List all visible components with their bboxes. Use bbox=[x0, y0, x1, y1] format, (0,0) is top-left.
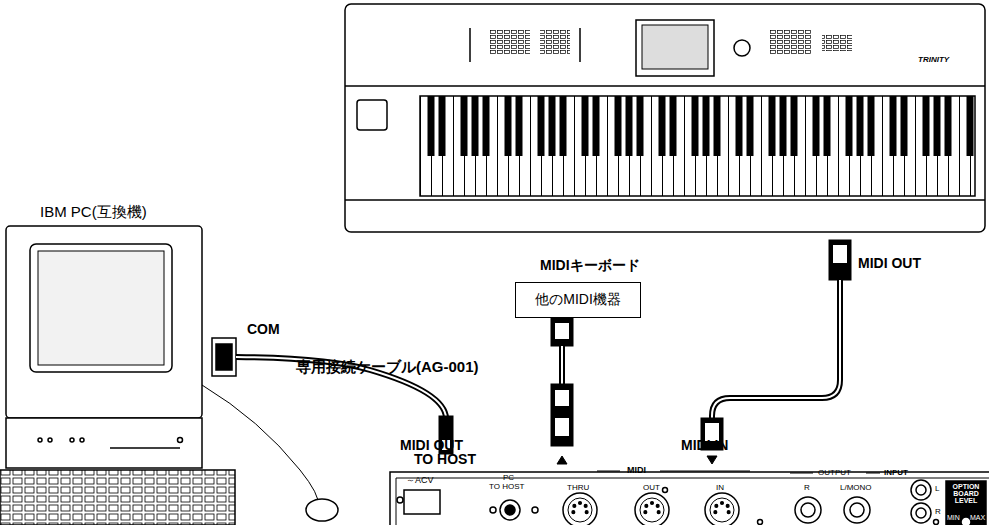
knob-label: MIN bbox=[947, 514, 960, 522]
port-name: MIDI IN bbox=[681, 438, 728, 453]
panel-label: TO HOST bbox=[489, 483, 524, 492]
panel-label: R bbox=[804, 484, 810, 493]
device-label: 他のMIDI機器 bbox=[535, 291, 621, 309]
rear-panel bbox=[390, 471, 989, 525]
panel-label: INPUT bbox=[884, 469, 908, 478]
panel-label: ～ACV bbox=[406, 476, 434, 486]
device-name: MIDIキーボード bbox=[540, 258, 640, 273]
midi-keyboard bbox=[345, 4, 985, 232]
panel-label: R bbox=[935, 508, 941, 517]
panel-label: L bbox=[935, 485, 939, 494]
panel-label: PC bbox=[503, 474, 514, 483]
cable-name: 専用接続ケーブル(AG-001) bbox=[296, 359, 479, 376]
pc-illustration bbox=[0, 226, 338, 525]
panel-label: L/MONO bbox=[840, 484, 872, 493]
panel-label: THRU bbox=[567, 484, 589, 493]
panel-label: IN bbox=[716, 484, 724, 493]
device-name: IBM PC(互換機) bbox=[40, 204, 147, 221]
device-box: 他のMIDI機器 bbox=[515, 282, 641, 318]
port-name: MIDI OUT bbox=[858, 256, 921, 271]
knob-label: MAX bbox=[970, 514, 985, 522]
panel-label: OUT bbox=[643, 484, 660, 493]
brand-logo: TRINITY bbox=[918, 56, 949, 65]
midi-cables bbox=[551, 240, 851, 464]
knob-label: OPTION BOARD LEVEL bbox=[947, 483, 985, 504]
panel-label: OUTPUT bbox=[818, 469, 851, 478]
port-name: COM bbox=[247, 322, 280, 337]
panel-label: MIDI bbox=[627, 466, 646, 476]
port-name: TO HOST bbox=[414, 452, 476, 467]
